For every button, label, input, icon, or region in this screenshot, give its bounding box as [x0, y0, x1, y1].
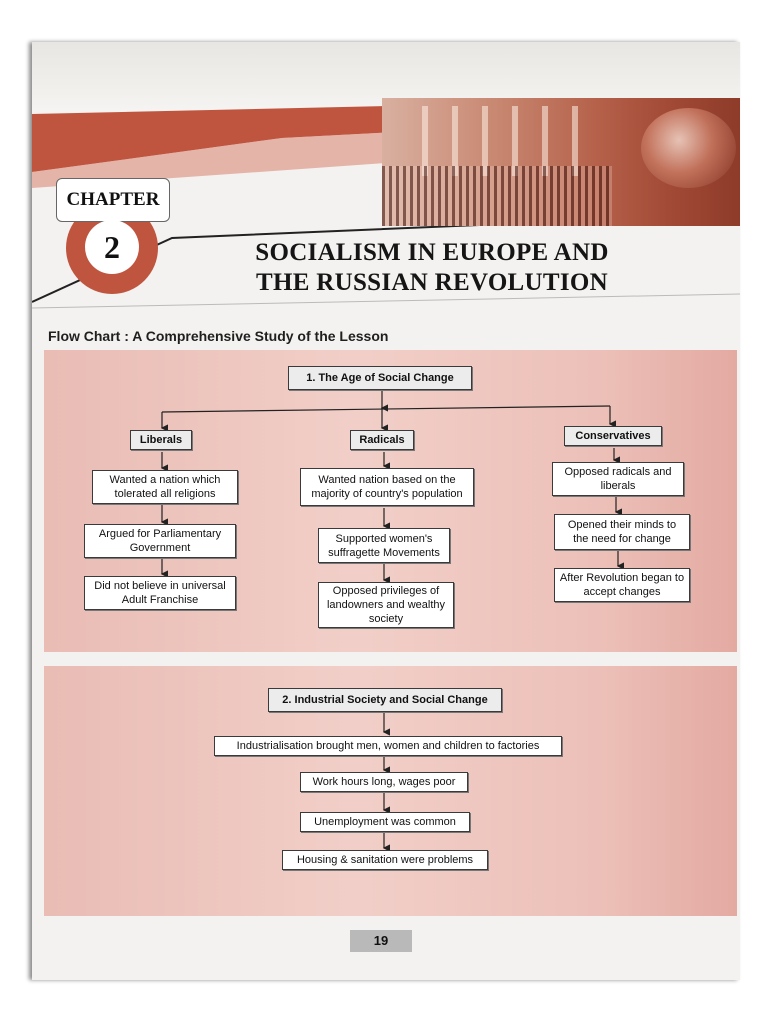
- industrial-item-4: Housing & sanitation were problems: [282, 850, 488, 870]
- section-1-title: 1. The Age of Social Change: [288, 366, 472, 390]
- conservatives-item-2: Opened their minds to the need for chang…: [554, 514, 690, 550]
- radicals-item-2: Supported women's suffragette Movements: [318, 528, 450, 563]
- flow-chart-heading: Flow Chart : A Comprehensive Study of th…: [48, 328, 389, 344]
- flow-chart-section-2: 2. Industrial Society and Social Change …: [44, 666, 737, 916]
- industrial-item-1: Industrialisation brought men, women and…: [214, 736, 562, 756]
- scan-margin: [0, 0, 34, 1024]
- liberals-header: Liberals: [130, 430, 192, 450]
- liberals-item-1: Wanted a nation which tolerated all reli…: [92, 470, 238, 504]
- title-line-2: THE RUSSIAN REVOLUTION: [255, 269, 608, 296]
- textbook-page: CHAPTER 2 SOCIALISM IN EUROPE AND THE RU…: [32, 42, 740, 980]
- radicals-header: Radicals: [350, 430, 414, 450]
- chapter-label: CHAPTER: [56, 178, 170, 222]
- liberals-item-2: Argued for Parliamentary Government: [84, 524, 236, 558]
- chapter-number: 2: [85, 220, 139, 274]
- conservatives-header: Conservatives: [564, 426, 662, 446]
- chapter-title: SOCIALISM IN EUROPE AND THE RUSSIAN REVO…: [182, 238, 682, 298]
- flow-chart-section-1: 1. The Age of Social Change Liberals Rad…: [44, 350, 737, 652]
- conservatives-item-3: After Revolution began to accept changes: [554, 568, 690, 602]
- radicals-item-1: Wanted nation based on the majority of c…: [300, 468, 474, 506]
- radicals-item-3: Opposed privileges of landowners and wea…: [318, 582, 454, 628]
- banner-photo: [382, 98, 740, 226]
- industrial-item-3: Unemployment was common: [300, 812, 470, 832]
- industrial-item-2: Work hours long, wages poor: [300, 772, 468, 792]
- connector-lines: [160, 390, 624, 584]
- conservatives-item-1: Opposed radicals and liberals: [552, 462, 684, 496]
- page-number: 19: [350, 930, 412, 952]
- section-2-title: 2. Industrial Society and Social Change: [268, 688, 502, 712]
- globe-illustration: [641, 108, 736, 188]
- connector-lines-2: [382, 712, 390, 852]
- title-line-1: SOCIALISM IN EUROPE AND: [255, 239, 609, 266]
- liberals-item-3: Did not believe in universal Adult Franc…: [84, 576, 236, 610]
